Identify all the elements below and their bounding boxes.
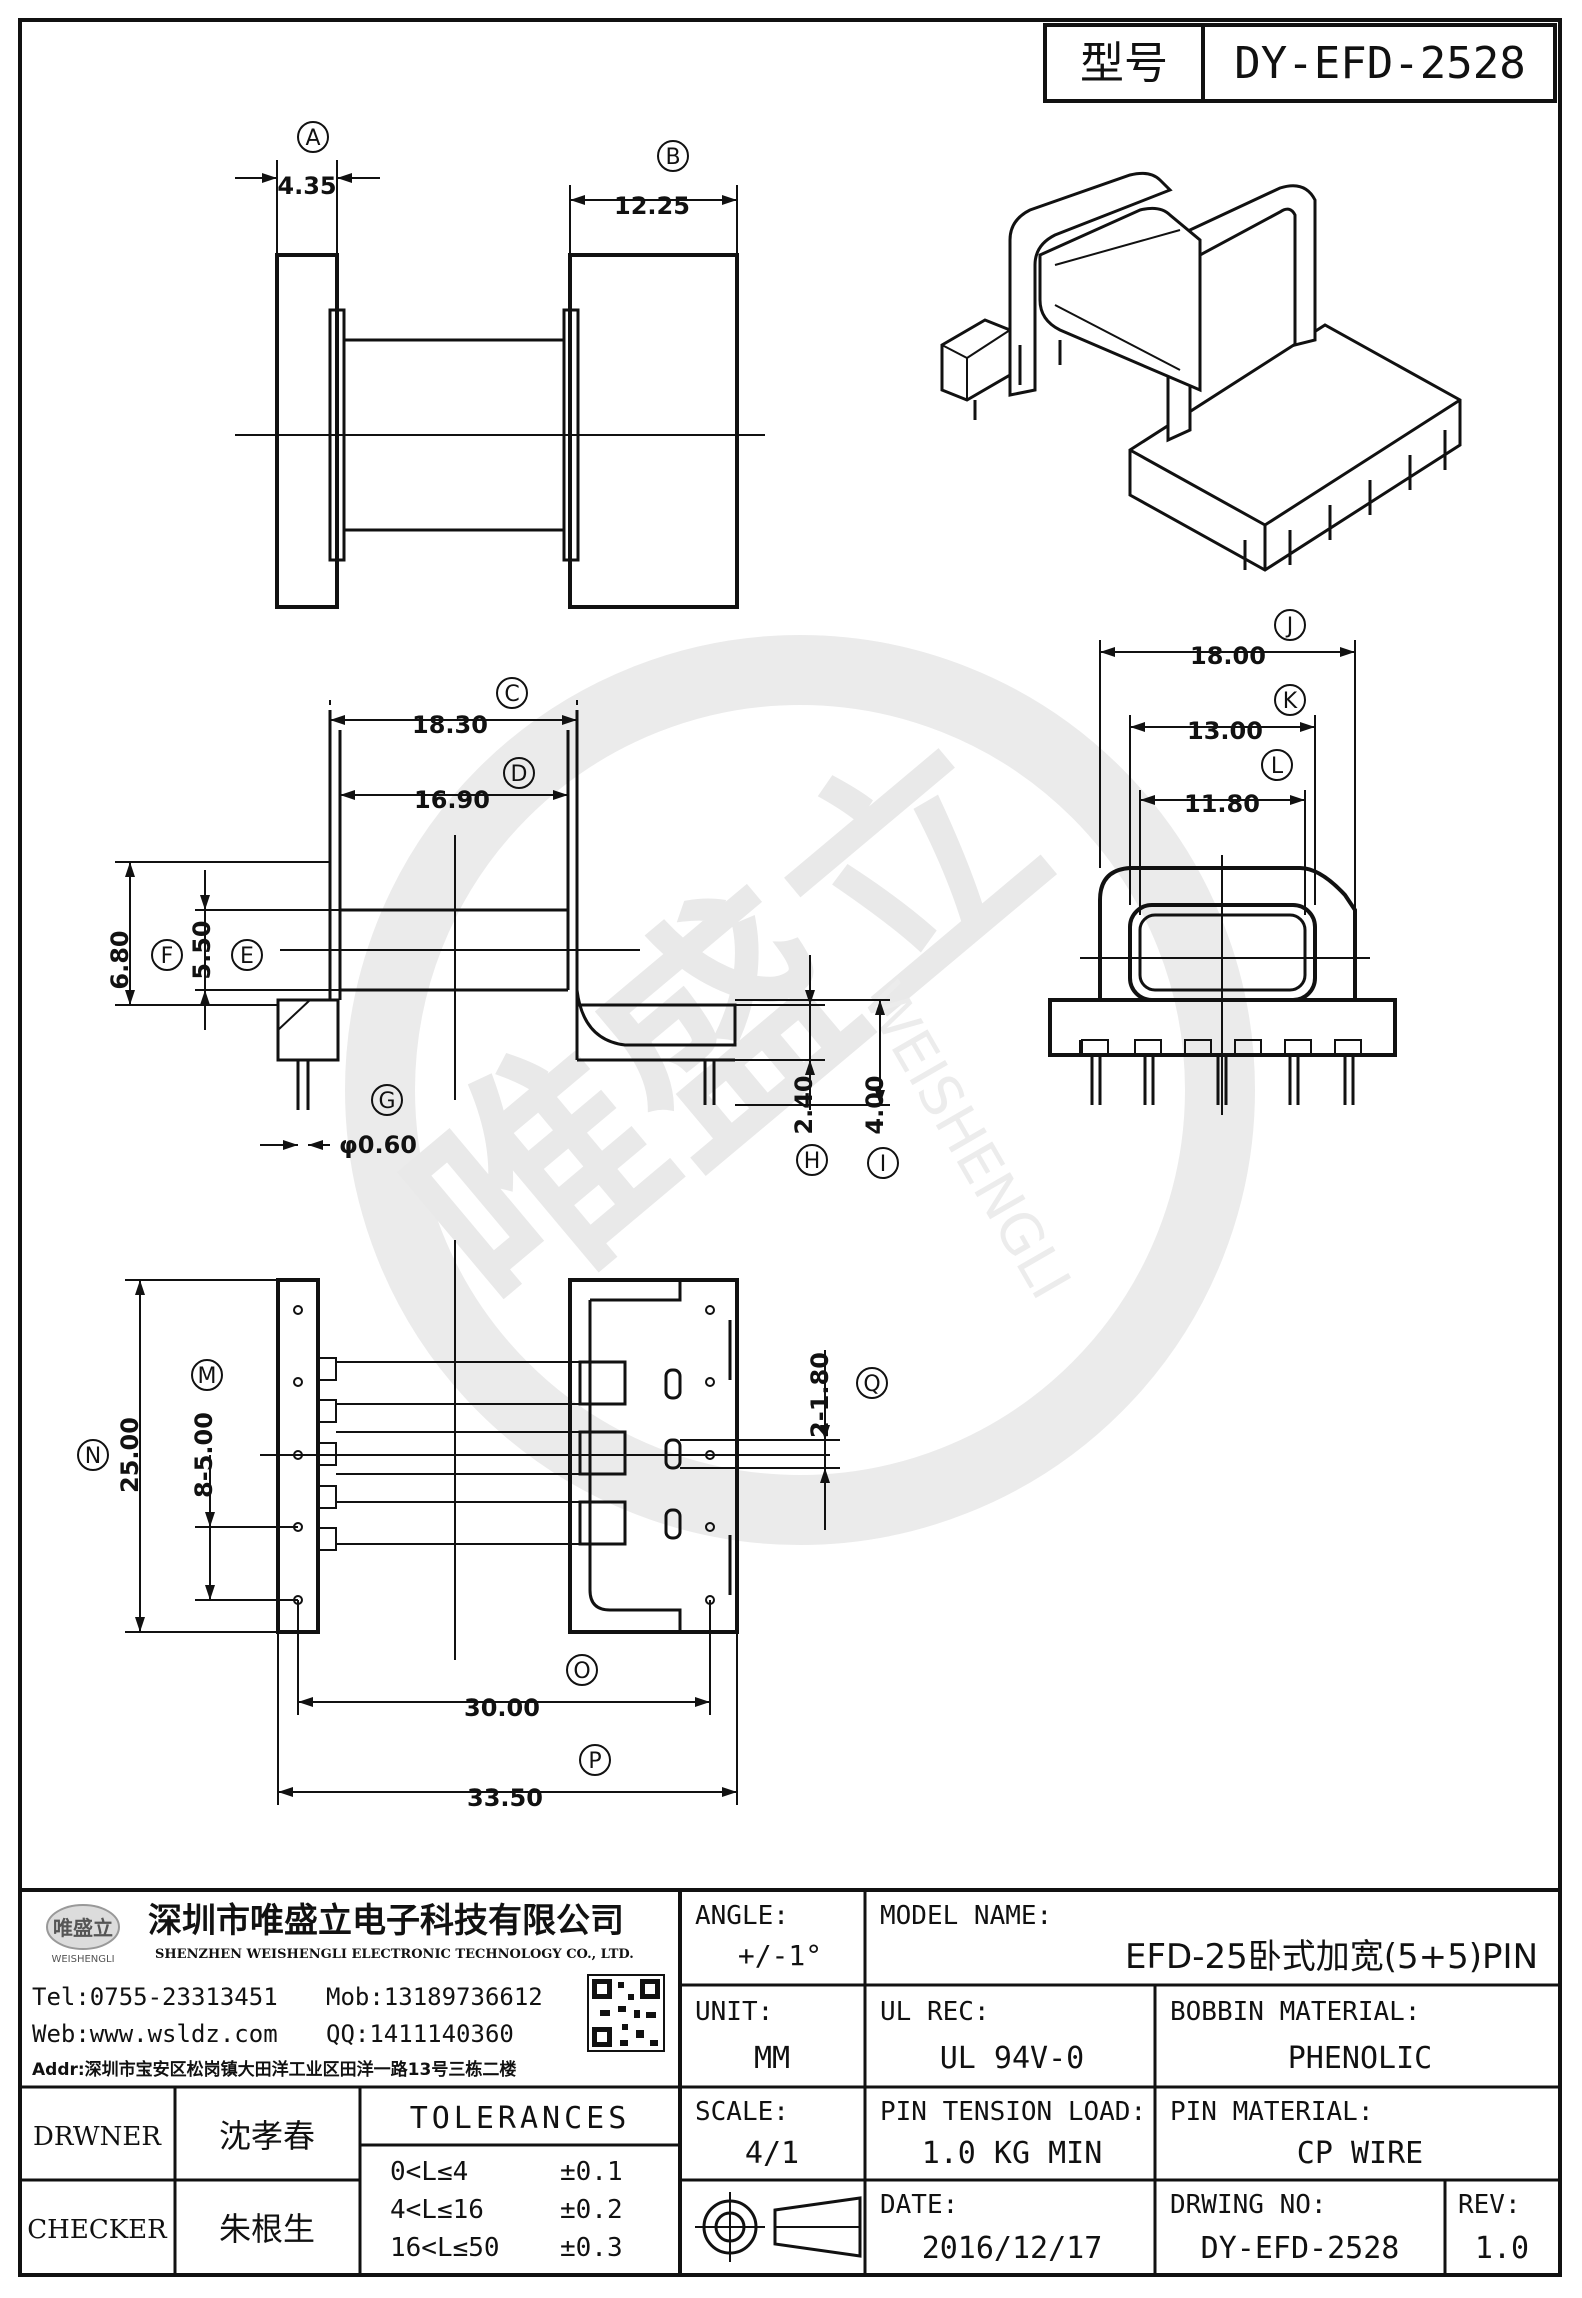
company-name-en: SHENZHEN WEISHENGLI ELECTRONIC TECHNOLOG…: [155, 1947, 634, 1962]
dim-o-value: 30.00: [464, 1694, 540, 1722]
end-view: 18.00 J 13.00 K 11.80 L: [1048, 609, 1397, 1115]
date-value: 2016/12/17: [922, 2231, 1103, 2266]
callout-l: L: [1271, 754, 1284, 779]
dim-l-value: 11.80: [1184, 790, 1260, 818]
callout-f: F: [161, 944, 174, 969]
checker-value: 朱根生: [219, 2210, 315, 2248]
dim-p-value: 33.50: [467, 1784, 543, 1812]
pintension-label: PIN TENSION LOAD:: [880, 2097, 1146, 2127]
callout-d: D: [511, 762, 528, 787]
drawer-value: 沈孝春: [219, 2117, 315, 2155]
dim-i-value: 4.00: [861, 1075, 889, 1134]
scale-label: SCALE:: [695, 2097, 789, 2127]
angle-value: +/-1°: [738, 1939, 822, 1972]
dim-k-value: 13.00: [1187, 717, 1263, 745]
title-block: 唯盛立 WEISHENGLI 深圳市唯盛立电子科技有限公司 SHENZHEN W…: [20, 1888, 1560, 2275]
callout-n: N: [85, 1444, 101, 1469]
angle-label: ANGLE:: [695, 1901, 789, 1931]
drawer-label: DRWNER: [33, 2122, 162, 2152]
front-view: 18.30 C 16.90 D 6.80 F 5.50 E φ0.60: [106, 677, 899, 1179]
logo-subtext: WEISHENGLI: [51, 1954, 114, 1965]
model-label: MODEL NAME:: [880, 1901, 1052, 1931]
drwno-label: DRWING NO:: [1170, 2190, 1327, 2220]
ulrec-value: UL 94V-0: [940, 2041, 1085, 2076]
callout-j: J: [1285, 614, 1294, 639]
callout-m: M: [198, 1364, 217, 1389]
tol3-range: 16<L≤50: [390, 2233, 500, 2263]
dim-b-value: 12.25: [614, 192, 690, 220]
callout-g: G: [378, 1089, 395, 1114]
bobbin-value: PHENOLIC: [1288, 2041, 1433, 2076]
callout-h: H: [804, 1149, 821, 1174]
tol3-value: ±0.3: [560, 2233, 623, 2263]
unit-value: MM: [754, 2041, 790, 2076]
dim-q-value: 2-1.80: [806, 1352, 834, 1438]
rev-label: REV:: [1458, 2190, 1521, 2220]
title-value: DY-EFD-2528: [1234, 38, 1525, 89]
company-web: Web:www.wsldz.com: [32, 2020, 278, 2048]
checker-label: CHECKER: [27, 2215, 168, 2245]
company-qq: QQ:1411140360: [326, 2020, 514, 2048]
callout-b: B: [665, 145, 680, 170]
projection-symbol: [695, 2192, 862, 2262]
tolerances-label: TOLERANCES: [410, 2101, 631, 2136]
outer-frame: [18, 18, 1562, 2277]
isometric-view: [940, 171, 1462, 572]
company-logo: 唯盛立 WEISHENGLI: [46, 1904, 120, 1965]
tol2-value: ±0.2: [560, 2195, 623, 2225]
callout-q: Q: [863, 1372, 880, 1397]
pinmat-value: CP WIRE: [1297, 2136, 1423, 2171]
tol2-range: 4<L≤16: [390, 2195, 484, 2225]
company-tel: Tel:0755-23313451: [32, 1983, 278, 2011]
callout-k: K: [1283, 689, 1298, 714]
callout-c: C: [504, 682, 519, 707]
tol1-value: ±0.1: [560, 2157, 623, 2187]
watermark-subtext: WEISHENGLI: [850, 972, 1083, 1310]
dim-m-value: 8-5.00: [190, 1412, 218, 1498]
dim-f-value: 6.80: [106, 930, 134, 989]
title-label: 型号: [1080, 38, 1168, 89]
company-addr: Addr:深圳市宝安区松岗镇大田洋工业区田洋一路13号三栋二楼: [32, 2059, 516, 2080]
callout-p: P: [588, 1749, 601, 1774]
date-label: DATE:: [880, 2190, 958, 2220]
callout-o: O: [573, 1659, 590, 1684]
rev-value: 1.0: [1475, 2231, 1529, 2266]
dim-g-value: φ0.60: [339, 1131, 417, 1159]
callout-i: I: [880, 1152, 887, 1177]
dim-j-value: 18.00: [1190, 642, 1266, 670]
bobbin-label: BOBBIN MATERIAL:: [1170, 1997, 1420, 2027]
company-name-cn: 深圳市唯盛立电子科技有限公司: [148, 1901, 624, 1941]
company-mob: Mob:13189736612: [326, 1983, 543, 2011]
bottom-view: 25.00 N 8-5.00 M 30.00 O 33.50 P: [77, 1240, 888, 1812]
model-value: EFD-25卧式加宽(5+5)PIN: [1125, 1937, 1538, 1977]
dim-e-value: 5.50: [188, 920, 216, 979]
tol1-range: 0<L≤4: [390, 2157, 468, 2187]
top-title-box: 型号 DY-EFD-2528: [1043, 23, 1557, 103]
scale-value: 4/1: [745, 2136, 799, 2171]
ulrec-label: UL REC:: [880, 1997, 990, 2027]
logo-text: 唯盛立: [53, 1916, 113, 1940]
callout-e: E: [240, 944, 254, 969]
drwno-value: DY-EFD-2528: [1201, 2231, 1400, 2266]
qr-code: [587, 1974, 665, 2052]
unit-label: UNIT:: [695, 1997, 773, 2027]
pintension-value: 1.0 KG MIN: [922, 2136, 1103, 2171]
pinmat-label: PIN MATERIAL:: [1170, 2097, 1374, 2127]
side-view-bobbin: 4.35 A 12.25 B: [235, 121, 765, 609]
dim-c-value: 18.30: [412, 711, 488, 739]
dim-a-value: 4.35: [277, 172, 336, 200]
dim-n-value: 25.00: [116, 1417, 144, 1493]
dim-d-value: 16.90: [414, 786, 490, 814]
callout-a: A: [305, 126, 320, 151]
